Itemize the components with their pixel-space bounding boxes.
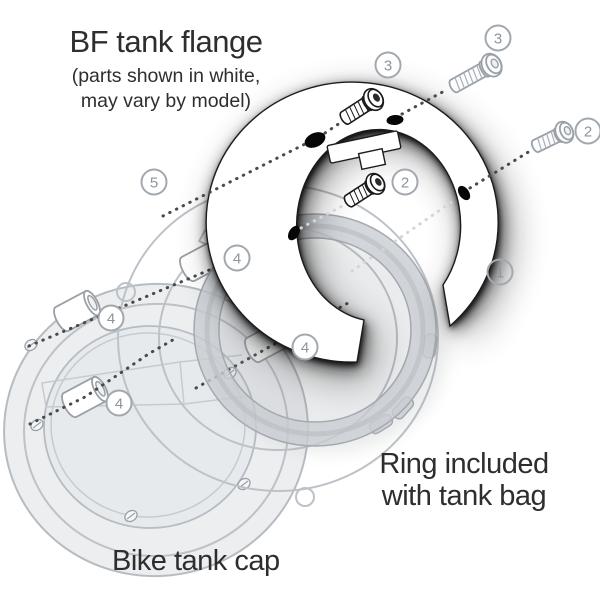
part-badge-4: 4 — [97, 304, 125, 332]
screw-part3-loose — [448, 52, 503, 94]
screw-socket — [372, 93, 380, 102]
screw-part3-inserted — [339, 87, 385, 125]
svg-text:5: 5 — [150, 175, 158, 192]
svg-text:4: 4 — [115, 396, 123, 413]
svg-text:3: 3 — [384, 58, 392, 75]
svg-text:3: 3 — [494, 31, 502, 48]
flange-hole — [287, 225, 301, 241]
assembly-axis-dotted — [350, 197, 458, 273]
screw-socket — [375, 178, 382, 186]
flange-hole — [457, 185, 471, 201]
ring5-ear — [295, 487, 315, 507]
part-badge-3: 3 — [484, 24, 512, 52]
part-badge-2: 2 — [391, 168, 419, 196]
ring5-ear — [116, 282, 136, 302]
part-badge-4: 4 — [105, 389, 133, 417]
assembly-axis-dotted — [468, 149, 532, 190]
bike-tank-cap-caption: Bike tank cap — [112, 545, 280, 577]
bag-ring-caption-line2: with tank bag — [381, 480, 547, 512]
assembly-axis-dotted — [400, 87, 450, 116]
assembly-axis-dotted — [161, 141, 309, 218]
screw-part2-loose — [530, 120, 575, 153]
assembly-axis-dotted — [299, 203, 346, 230]
bag-ring-caption: Ring included with tank bag — [348, 448, 580, 512]
svg-text:4: 4 — [107, 311, 115, 328]
part-badge-2: 2 — [574, 117, 600, 145]
flange-hole — [386, 114, 404, 126]
svg-text:4: 4 — [301, 340, 309, 357]
svg-text:4: 4 — [233, 251, 241, 268]
part-badge-4: 4 — [291, 333, 319, 361]
part-badge-1: 1 — [486, 258, 514, 286]
screw-part2-inserted — [343, 172, 386, 208]
screw-socket — [563, 125, 572, 136]
part-badge-3: 3 — [374, 51, 402, 79]
assembly-axis-dotted — [28, 335, 180, 426]
diagram-title: BF tank flange — [69, 24, 263, 59]
part-badge-4: 4 — [223, 244, 251, 272]
screw-socket — [490, 58, 499, 69]
diagram-title-block: BF tank flange (parts shown in white, ma… — [38, 24, 294, 114]
svg-text:2: 2 — [401, 175, 409, 192]
diagram-subtitle-line2: may vary by model) — [80, 90, 252, 112]
bf-flange-part1 — [205, 81, 499, 363]
flange-top-tab-step — [357, 147, 387, 171]
svg-text:1: 1 — [496, 265, 504, 282]
diagram-subtitle-line1: (parts shown in white, — [71, 65, 261, 87]
bag-ring-caption-line1: Ring included — [379, 448, 549, 480]
spacer — [53, 289, 101, 333]
flange-hole — [304, 132, 326, 148]
assembly-axis-dotted — [27, 234, 292, 348]
part-badge-5: 5 — [140, 168, 168, 196]
svg-text:2: 2 — [584, 124, 592, 141]
